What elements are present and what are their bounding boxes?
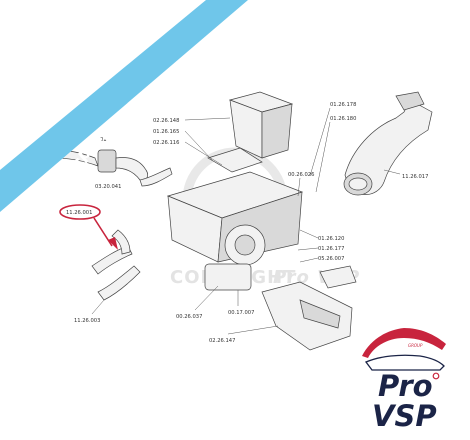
site-banner: pro-piece-vsp.com — [0, 0, 248, 212]
label-01: 01 — [100, 137, 107, 143]
highlight-arrow-head — [108, 237, 118, 250]
label-01-26-178: 01.26.178 — [330, 102, 356, 108]
logo-tag: GROUP — [408, 343, 423, 348]
duct-02-26-147 — [261, 265, 357, 351]
highlight-arrow — [93, 217, 113, 247]
label-11-26-017: 11.26.017 — [402, 174, 428, 180]
highlight-part: 11.26.001 — [59, 204, 118, 250]
logo-pro: Pro — [378, 369, 433, 403]
big-hose-11-26-017 — [343, 91, 433, 196]
label-11-26-003: 11.26.003 — [74, 318, 100, 324]
label-00-26-026: 00.26.026 — [288, 172, 314, 178]
label-02-26-147: 02.26.147 — [209, 338, 235, 344]
duct-02-26-148 — [228, 91, 294, 159]
label-02-26-116: 02.26.116 — [153, 140, 179, 146]
label-01-26-120: 01.26.120 — [318, 236, 344, 242]
label-00-17-007: 00.17.007 — [228, 310, 254, 316]
highlight-label: 11.26.001 — [66, 210, 92, 216]
logo-dot — [432, 372, 440, 380]
logo-vsp: VSP — [372, 399, 437, 433]
leader-lines — [91, 107, 401, 335]
label-03-20-041: 03.20.041 — [95, 184, 121, 190]
label-05-26-007: 05.26.007 — [318, 256, 344, 262]
brand-logo: GROUP Pro VSP — [362, 328, 446, 433]
hose-11-26-003 — [91, 229, 141, 301]
part-labels: 02.26.148 01.26.178 01.26.180 01.26.165 … — [74, 102, 428, 344]
car-silhouette — [362, 328, 446, 358]
plate-02-26-116 — [207, 147, 263, 173]
highlight-ellipse — [59, 204, 101, 220]
label-01-26-180: 01.26.180 — [330, 116, 356, 122]
label-00-26-037: 00.26.037 — [176, 314, 202, 320]
label-01-26-177: 01.26.177 — [318, 246, 344, 252]
car-body — [364, 354, 445, 371]
label-02-26-148: 02.26.148 — [153, 118, 179, 124]
label-01-26-165: 01.26.165 — [153, 129, 179, 135]
banner-ribbon — [0, 0, 248, 212]
heater-box — [166, 171, 304, 291]
